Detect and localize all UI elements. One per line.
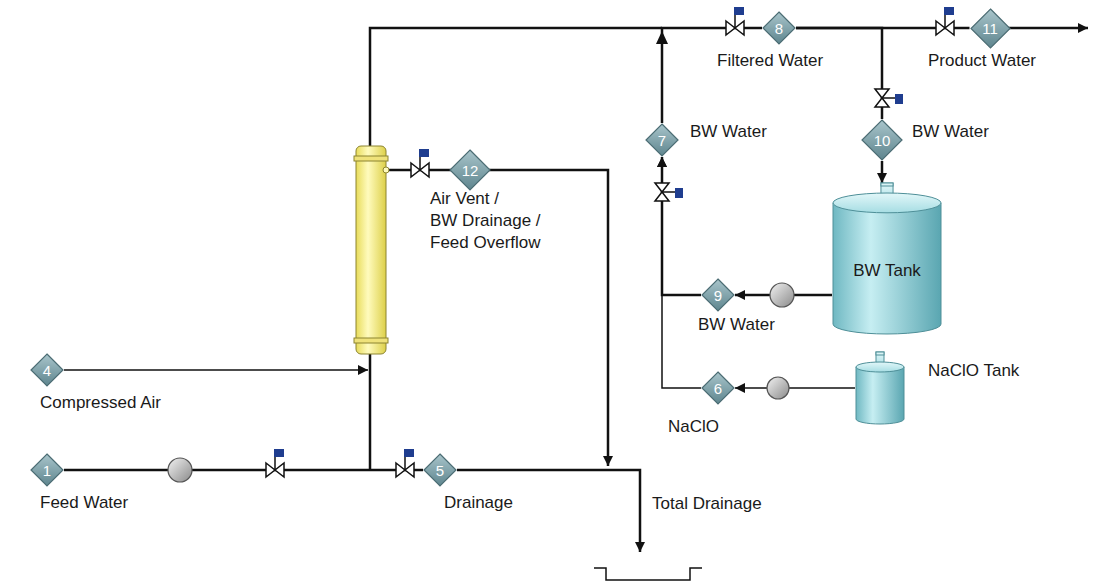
stream-number: 5 — [436, 463, 444, 478]
tank-shape — [832, 183, 942, 335]
stream-label: NaClO — [668, 416, 719, 438]
stream-label: BW Water — [698, 314, 775, 336]
pipe-connector — [881, 161, 884, 183]
stream-label: Filtered Water — [717, 50, 823, 72]
text-line: Feed Overflow — [430, 232, 541, 254]
tank: NaClO Tank — [855, 352, 905, 425]
stream-number: 10 — [874, 133, 891, 148]
stream-number: 8 — [775, 21, 783, 36]
stream-diamond: 7BW Water — [645, 123, 679, 157]
stream-number: 4 — [43, 363, 51, 378]
valve-symbols — [266, 7, 954, 477]
pump-symbols — [168, 283, 794, 482]
stream-label: Total Drainage — [652, 493, 762, 515]
stream-label: Air Vent / BW Drainage / Feed Overflow — [430, 188, 541, 254]
tank-shape — [855, 352, 905, 425]
product-pipe — [1007, 27, 1088, 30]
stream-number: 6 — [714, 381, 722, 396]
pipe-lines — [64, 28, 1088, 580]
stream-diamond: 6NaClO — [701, 371, 735, 405]
stream-label: Feed Water — [40, 492, 128, 514]
stream-label: BW Water — [690, 121, 767, 143]
stream-diamond: 12Air Vent / BW Drainage / Feed Overflow — [449, 149, 491, 191]
stream-label: Product Water — [928, 50, 1036, 72]
pipe-connector — [662, 157, 701, 388]
drain-pit — [594, 568, 702, 580]
stream-label: Compressed Air — [40, 392, 161, 414]
stream-diamond: 4Compressed Air — [30, 353, 64, 387]
filter-pipe — [370, 28, 662, 470]
tank-label: BW Tank — [853, 260, 921, 282]
stream-number: 12 — [462, 163, 479, 178]
tank-label: NaClO Tank — [928, 360, 1019, 382]
text-line: Air Vent / — [430, 188, 541, 210]
stream-diamond: 11Product Water — [970, 8, 1011, 49]
stream-number: 9 — [714, 288, 722, 303]
stream-label: Drainage — [444, 492, 513, 514]
text-line: BW Drainage / — [430, 210, 541, 232]
pipe-connector — [64, 469, 423, 472]
pipe-connector — [662, 28, 762, 123]
stream-number: 7 — [658, 133, 666, 148]
pipe-connector — [796, 28, 882, 119]
pipe-connector — [662, 157, 701, 295]
stream-diamond: 1Feed Water — [30, 453, 64, 487]
air-pipe — [64, 369, 368, 371]
stream-diamond: 10BW Water — [861, 119, 903, 161]
filter-module — [354, 146, 389, 354]
stream-label: BW Water — [912, 121, 989, 143]
stream-number: 11 — [982, 21, 998, 36]
stream-diamond: 5Drainage — [423, 453, 457, 487]
stream-diamond: 9BW Water — [701, 278, 735, 312]
pipe-connector — [735, 387, 855, 389]
stream-diamond: 8Filtered Water — [762, 11, 796, 45]
tank: BW Tank — [832, 183, 942, 335]
stream-number: 1 — [43, 463, 51, 478]
